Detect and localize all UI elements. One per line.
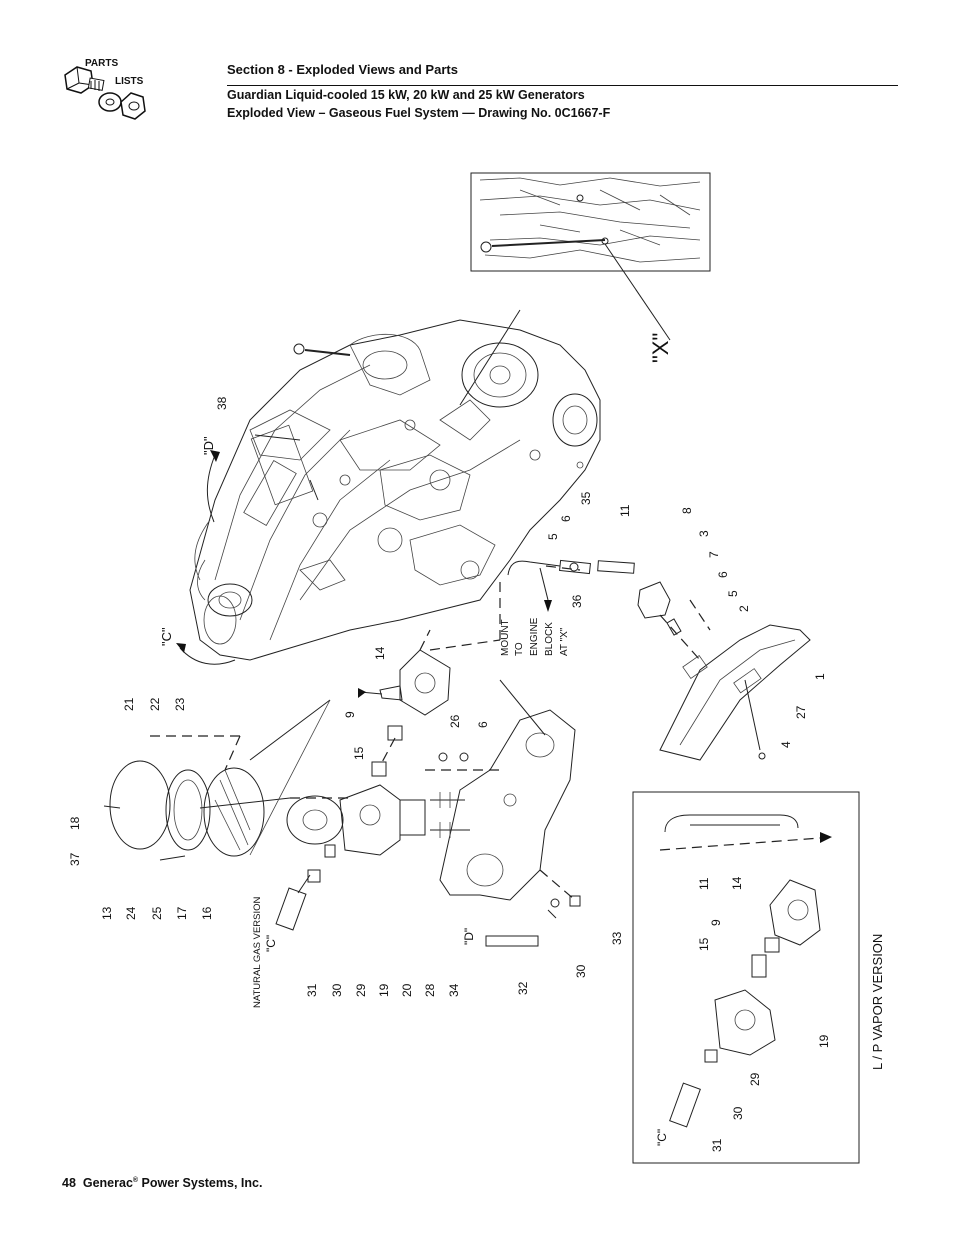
mount-to-engine-block-label: MOUNT TO ENGINE BLOCK AT "X" <box>500 617 570 656</box>
footer-company-rest: Power Systems, Inc. <box>141 1176 263 1190</box>
mixer-assembly <box>286 784 470 883</box>
callout-25: 25 <box>150 906 164 920</box>
callout-35: 35 <box>579 491 593 505</box>
air-cleaner <box>103 699 331 861</box>
mount-line-5: AT "X" <box>559 627 570 656</box>
inset-x-detail <box>470 172 711 341</box>
callout-1: 1 <box>813 673 827 680</box>
lp-callout-15: 15 <box>697 937 711 951</box>
callout-3: 3 <box>697 530 711 537</box>
callout-38: 38 <box>215 396 229 410</box>
lp-callout-14: 14 <box>730 876 744 890</box>
engine-block <box>189 309 601 661</box>
callout-2: 2 <box>737 605 751 612</box>
adapter-plate <box>439 679 576 901</box>
callout-22: 22 <box>148 697 162 711</box>
callout-21: 21 <box>122 697 136 711</box>
page-subtitle: Exploded View – Gaseous Fuel System — Dr… <box>227 106 611 120</box>
callout-27: 27 <box>794 705 808 719</box>
natural-gas-hose <box>275 874 311 931</box>
lp-callout-9: 9 <box>709 919 723 926</box>
callout-6a: 6 <box>476 721 490 728</box>
callout-24: 24 <box>124 906 138 920</box>
callout-5b: 5 <box>726 590 740 597</box>
callout-7: 7 <box>707 551 721 558</box>
ref-d-top: "D" <box>201 436 216 455</box>
callout-23: 23 <box>173 697 187 711</box>
callout-16: 16 <box>200 906 214 920</box>
callout-30b: 30 <box>574 964 588 978</box>
ref-x: "X" <box>648 333 673 363</box>
logo-word-lists: LISTS <box>115 76 144 87</box>
callout-13: 13 <box>100 906 114 920</box>
lp-callout-11: 11 <box>697 877 711 890</box>
callout-37: 37 <box>68 852 82 866</box>
logo-word-parts: PARTS <box>85 58 118 69</box>
callout-19: 19 <box>377 983 391 997</box>
callout-5a: 5 <box>546 533 560 540</box>
lp-callout-29: 29 <box>748 1072 762 1086</box>
lower-fittings <box>485 869 581 947</box>
callout-18: 18 <box>68 816 82 830</box>
callout-11: 11 <box>618 504 632 517</box>
callout-30: 30 <box>330 983 344 997</box>
mount-line-2: TO <box>514 642 525 656</box>
mount-line-4: BLOCK <box>544 622 555 656</box>
callout-17: 17 <box>175 906 189 920</box>
footer-registered-mark: ® <box>132 1176 139 1184</box>
callout-14: 14 <box>373 646 387 660</box>
lp-vapor-label: L / P VAPOR VERSION <box>870 934 885 1070</box>
lp-vapor-inset <box>632 791 860 1164</box>
callout-6c: 6 <box>716 571 730 578</box>
ref-d-bottom: "D" <box>462 928 476 945</box>
callout-8: 8 <box>680 507 694 514</box>
callout-33: 33 <box>610 931 624 945</box>
mount-line-1: MOUNT <box>500 619 511 656</box>
fuel-fittings <box>371 725 500 777</box>
callout-32: 32 <box>516 981 530 995</box>
page-title: Guardian Liquid-cooled 15 kW, 20 kW and … <box>227 88 585 102</box>
page-number: 48 <box>62 1176 76 1190</box>
callout-36: 36 <box>570 594 584 608</box>
ref-c-left: "C" <box>159 627 174 646</box>
callout-9: 9 <box>343 711 357 718</box>
header-rule <box>227 85 898 86</box>
lp-callout-19: 19 <box>817 1034 831 1048</box>
page-footer: 48 Generac® Power Systems, Inc. <box>62 1176 262 1190</box>
callout-28: 28 <box>423 983 437 997</box>
parts-lists-logo: PARTS LISTS <box>64 58 146 120</box>
ref-c-bottom: "C" <box>264 935 278 952</box>
callout-34: 34 <box>447 983 461 997</box>
callout-6b: 6 <box>559 515 573 522</box>
callout-15: 15 <box>352 746 366 760</box>
natural-gas-label: NATURAL GAS VERSION <box>252 896 263 1008</box>
fuel-hose-assembly <box>507 559 711 661</box>
demand-regulator <box>358 580 501 716</box>
mount-line-3: ENGINE <box>529 617 540 656</box>
ref-c-lp: "C" <box>655 1129 669 1146</box>
callout-29: 29 <box>354 983 368 997</box>
callout-26: 26 <box>448 714 462 728</box>
callout-20: 20 <box>400 983 414 997</box>
footer-company: Generac <box>82 1176 133 1190</box>
lp-callout-31: 31 <box>710 1138 724 1152</box>
callout-4: 4 <box>779 741 793 748</box>
lp-callout-30: 30 <box>731 1106 745 1120</box>
callout-31: 31 <box>305 983 319 997</box>
mounting-bracket <box>659 624 811 761</box>
section-heading: Section 8 - Exploded Views and Parts <box>227 62 458 77</box>
callout-numbers: 38 14 9 15 26 6 5 6 35 11 36 8 3 7 6 5 2… <box>68 396 831 1152</box>
